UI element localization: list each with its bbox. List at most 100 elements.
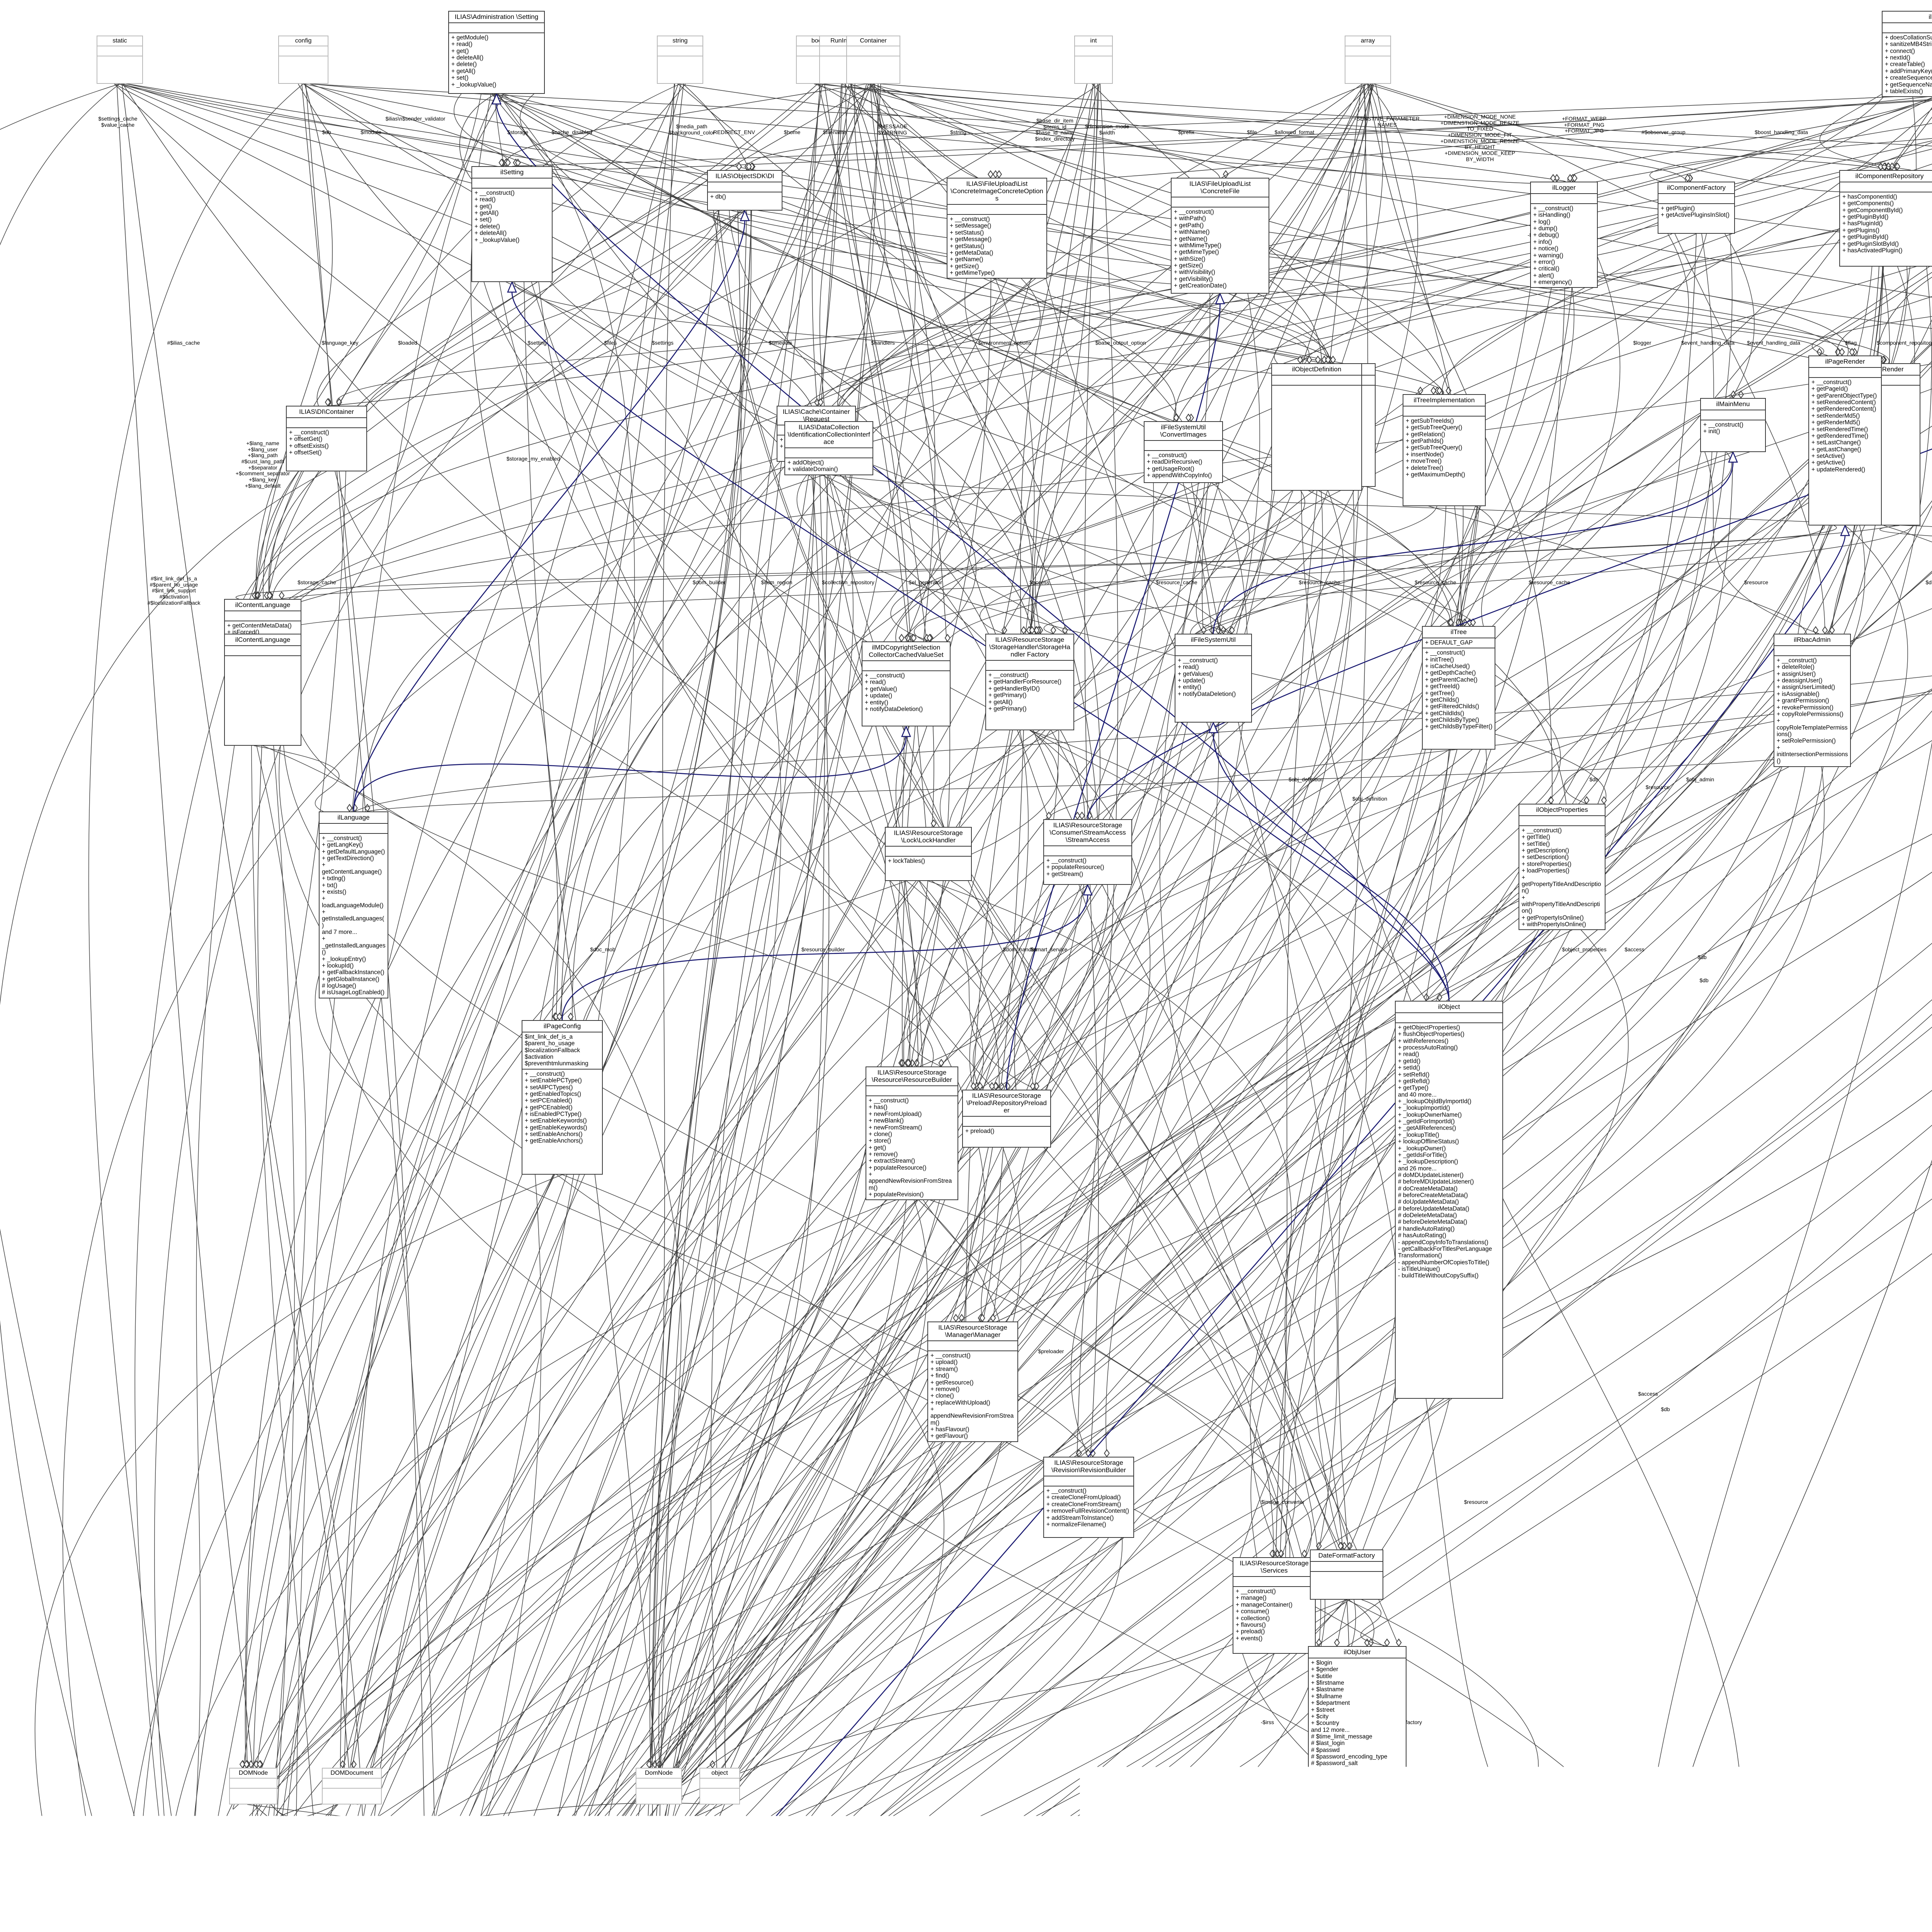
class-node-ilpageconfig[interactable]: ilPageConfig$int_link_def_is_a $parent_h… bbox=[522, 1020, 603, 1175]
class-node-ilfrequencylist[interactable]: ilFileSystemUtil \ConvertImages+ __const… bbox=[1144, 421, 1223, 483]
edge-label: $storage_my_enabled bbox=[507, 456, 560, 462]
class-node-title: ilLanguage bbox=[320, 812, 388, 823]
class-node-attributes bbox=[866, 1086, 957, 1095]
class-node-static[interactable]: static bbox=[97, 36, 143, 84]
class-node-operations: + __construct() + setMessage() + setStat… bbox=[947, 215, 1046, 278]
class-node-array[interactable]: array bbox=[1345, 36, 1391, 84]
edge-label: $language_key bbox=[322, 340, 359, 346]
edge-label: $allowed_format bbox=[1275, 129, 1315, 136]
class-node-title: ilPageConfig bbox=[522, 1021, 602, 1032]
class-node-title: ilObjectDefinition bbox=[1272, 364, 1361, 375]
class-node-ildatacollection[interactable]: ILIAS\DataCollection \IdentificationColl… bbox=[784, 421, 873, 475]
edge-label: $home bbox=[784, 129, 801, 136]
class-node-container_t[interactable]: Container bbox=[846, 36, 900, 84]
edge-label: $MESSAGE $WARNING bbox=[878, 124, 907, 136]
class-node-attributes bbox=[862, 661, 950, 670]
class-node-attributes bbox=[279, 46, 328, 56]
class-node-operations: + __construct() + getLangKey() + getDefa… bbox=[320, 834, 388, 998]
class-node-ilresourcestorage_lock[interactable]: ILIAS\ResourceStorage \Lock\LockHandler+… bbox=[885, 827, 972, 881]
edge-label: $timeouts bbox=[769, 340, 793, 346]
edge-label: $db bbox=[322, 129, 331, 136]
edge-label: $file bbox=[1247, 129, 1257, 136]
class-node-ildbinterface[interactable]: ilDBInterface+ doesCollationSupportMB4St… bbox=[1882, 11, 1932, 97]
class-node-attributes bbox=[1175, 646, 1251, 655]
class-node-ilobjectdefinition_b[interactable]: ilObjectDefinition bbox=[1271, 363, 1362, 491]
class-node-title: ilLogger bbox=[1531, 182, 1597, 193]
class-node-ilias_admin_setting[interactable]: ILIAS\Administration \Setting+ getModule… bbox=[448, 11, 545, 94]
class-node-title: ILIAS\ObjectSDK\DI bbox=[708, 171, 782, 182]
class-node-operations: + getPlugin() + getActivePluginsInSlot() bbox=[1658, 204, 1734, 220]
class-node-operations: + __construct() + manage() + manageConta… bbox=[1233, 1587, 1315, 1643]
class-node-ilobjuser[interactable]: ilObjUser+ $login + $gender + $utitle + … bbox=[1308, 1646, 1406, 1932]
class-node-object_t[interactable]: object bbox=[699, 1768, 740, 1804]
class-node-domdocument[interactable]: DOMDocument bbox=[322, 1768, 382, 1804]
edge-label: $obj_definition bbox=[1289, 777, 1323, 783]
class-node-domnode2[interactable]: DomNode bbox=[636, 1768, 682, 1804]
class-node-ilrbacadmin[interactable]: ilRbacAdmin+ __construct() + deleteRole(… bbox=[1774, 634, 1851, 767]
class-node-title: ILIAS\ResourceStorage \Manager\Manager bbox=[928, 1322, 1017, 1340]
edge-label: $resource_cache bbox=[1156, 580, 1197, 586]
class-node-ilresourcestorage_consumer[interactable]: ILIAS\ResourceStorage \Consumer\StreamAc… bbox=[1043, 819, 1132, 885]
class-node-title: ilContentLanguage bbox=[225, 634, 301, 645]
class-node-attributes bbox=[1883, 23, 1932, 32]
class-node-ilobject[interactable]: ilObject+ getObjectProperties() + flushO… bbox=[1395, 1001, 1503, 1399]
class-node-attributes bbox=[847, 46, 900, 56]
class-node-ilfilesystemlist[interactable]: ILIAS\FileUpload\List \ConcreteImageConc… bbox=[947, 178, 1047, 279]
class-node-int[interactable]: int bbox=[1074, 36, 1113, 84]
edge-label: $files bbox=[604, 340, 617, 346]
class-node-ilobjectproperties[interactable]: ilObjectProperties+ __construct() + getT… bbox=[1519, 804, 1605, 930]
class-node-ilresourcestorage_mgr[interactable]: ILIAS\ResourceStorage \Manager\Manager+ … bbox=[927, 1321, 1018, 1442]
class-node-ilias_global_container[interactable]: ILIAS\DI\Container+ __construct() + offs… bbox=[286, 406, 367, 471]
edge-label: $base_dir_item $items_id $base_id_name $… bbox=[1035, 118, 1075, 142]
class-node-attributes bbox=[1840, 182, 1932, 192]
class-node-ilsetting[interactable]: ilSetting+ __construct() + read() + get(… bbox=[471, 166, 553, 282]
edge-label: $cache_disabled bbox=[551, 129, 592, 136]
class-node-operations bbox=[700, 1789, 739, 1798]
edge-label: $db bbox=[1699, 978, 1708, 984]
class-node-iltree[interactable]: ilTree+ DEFAULT_GAP+ __construct() + ini… bbox=[1422, 626, 1495, 750]
class-node-ilpagerender2[interactable]: ilPageRender+ __construct() + getPageId(… bbox=[1808, 355, 1882, 526]
class-node-title: Container bbox=[847, 36, 900, 46]
class-node-operations: + __construct() + read() + getPasswordEn… bbox=[1309, 1810, 1406, 1932]
class-node-illogger[interactable]: ilLogger+ __construct() + isHandling() +… bbox=[1530, 182, 1598, 288]
class-node-ilcomponentfactory[interactable]: ilComponentFactory+ getPlugin() + getAct… bbox=[1658, 182, 1735, 234]
class-node-operations bbox=[847, 56, 900, 66]
class-node-attributes bbox=[1345, 46, 1390, 56]
class-node-attributes bbox=[1075, 46, 1112, 56]
class-node-ilcontentstylesettings[interactable]: ilMDCopyrightSelection CollectorCachedVa… bbox=[862, 641, 951, 726]
class-node-config[interactable]: config bbox=[278, 36, 328, 84]
class-node-title: object bbox=[700, 1769, 739, 1778]
edge-label: $settings bbox=[652, 340, 673, 346]
edge-label: $resource bbox=[1744, 580, 1768, 586]
class-node-operations: + __construct() + deleteRole() + assignU… bbox=[1774, 656, 1850, 766]
edge-label: $db bbox=[1589, 777, 1598, 783]
class-node-operations: + getModule() + read() + get() + deleteA… bbox=[449, 33, 544, 90]
class-node-title: ilContentLanguage bbox=[225, 600, 301, 611]
class-node-title: ILIAS\ResourceStorage \Revision\Revision… bbox=[1044, 1458, 1133, 1476]
class-node-ilfrequencylist_b[interactable]: ilFileSystemUtil+ __construct() + read()… bbox=[1175, 634, 1252, 723]
class-node-ilcontentlanguage_c[interactable]: ilContentLanguage bbox=[224, 634, 301, 746]
class-node-ilresourcestorage_rcv[interactable]: ILIAS\ResourceStorage \Resource\Resource… bbox=[866, 1066, 958, 1200]
edge-label: #$int_link_def_is_a #$parent_ho_usage #$… bbox=[148, 576, 201, 606]
class-node-title: ILIAS\ResourceStorage \Consumer\StreamAc… bbox=[1044, 820, 1131, 845]
class-node-ilresourcestorage_rev[interactable]: ILIAS\ResourceStorage \Revision\Revision… bbox=[1043, 1457, 1134, 1538]
class-node-ilfileuploadlist[interactable]: ILIAS\FileUpload\List \ConcreteFile+ __c… bbox=[1171, 178, 1269, 294]
edge-label: $module bbox=[361, 129, 381, 136]
class-node-ilresourcestorage_pre[interactable]: ILIAS\ResourceStorage \Preload\Repositor… bbox=[962, 1090, 1051, 1148]
class-node-attributes bbox=[963, 1117, 1050, 1126]
class-node-ilmainmenu[interactable]: ilMainMenu+ __construct() + init() bbox=[1700, 398, 1766, 452]
class-node-ilmdcopyright[interactable]: ILIAS\ResourceStorage \StorageHandler\St… bbox=[985, 634, 1074, 730]
class-node-ilcomponentrepository[interactable]: ilComponentRepository+ hasComponentId() … bbox=[1839, 170, 1932, 267]
class-node-iltreeimplementation[interactable]: ilTreeImplementation+ getSubTreeIds() + … bbox=[1403, 394, 1486, 506]
class-node-title: ILIAS\ResourceStorage \Lock\LockHandler bbox=[886, 828, 971, 846]
class-node-domnode[interactable]: DOMNode bbox=[229, 1768, 277, 1804]
class-node-dateformatfactory[interactable]: DateFormatFactory bbox=[1310, 1549, 1383, 1600]
class-node-illanguage[interactable]: ilLanguage + __construct() + getLangKey()… bbox=[319, 811, 388, 998]
class-node-ilresourcestorage_svc[interactable]: ILIAS\ResourceStorage \Services+ __const… bbox=[1233, 1557, 1316, 1654]
class-node-operations: + getSubTreeIds() + getSubTreeQuery() + … bbox=[1403, 417, 1485, 480]
edge-label: $filename bbox=[823, 129, 847, 136]
edge-label: $access bbox=[1624, 947, 1644, 953]
class-node-string[interactable]: string bbox=[657, 36, 703, 84]
class-node-ilias_objectsdk[interactable]: ILIAS\ObjectSDK\DI+ db() bbox=[707, 170, 782, 211]
class-node-operations bbox=[1272, 386, 1361, 395]
